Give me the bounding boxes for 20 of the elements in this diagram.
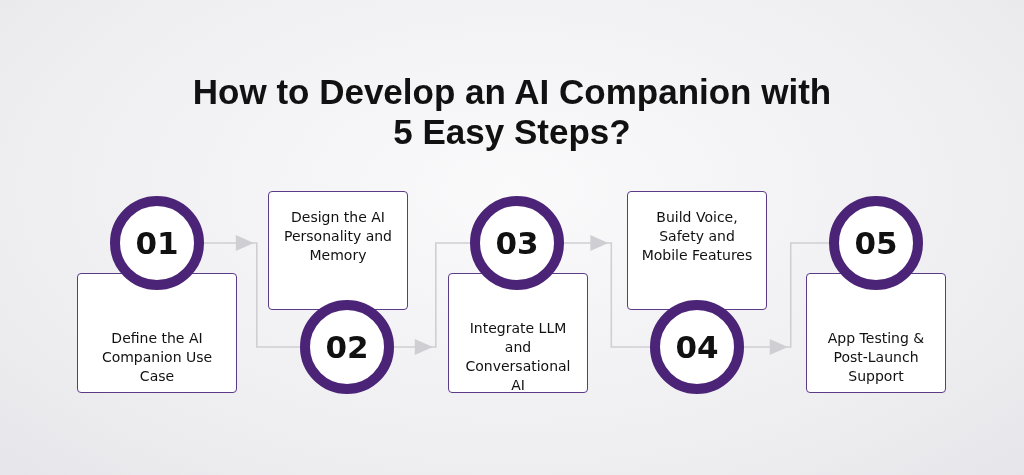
step-number: 05 [854, 225, 898, 261]
arrow [393, 242, 471, 355]
step-number: 02 [325, 329, 369, 365]
arrow [743, 242, 830, 355]
title: How to Develop an AI Companion with 5 Easy Steps? [191, 72, 833, 152]
step-text: Define the AI Companion Use Case [100, 328, 214, 386]
step-number: 03 [495, 225, 539, 261]
step-box [268, 191, 408, 310]
arrow [203, 235, 301, 348]
step-number: 04 [675, 329, 719, 365]
step-box [627, 191, 767, 310]
step-box [806, 273, 946, 393]
step-box [77, 273, 237, 393]
step-text: App Testing & Post-Launch Support [826, 328, 926, 386]
step-box [448, 273, 588, 393]
step-text: Design the AI Personality and Memory [283, 208, 393, 265]
step-text: Integrate LLM and Conversational AI [464, 319, 572, 395]
arrow [563, 235, 651, 348]
step-number: 01 [135, 225, 179, 261]
step-text: Build Voice, Safety and Mobile Features [640, 208, 754, 265]
